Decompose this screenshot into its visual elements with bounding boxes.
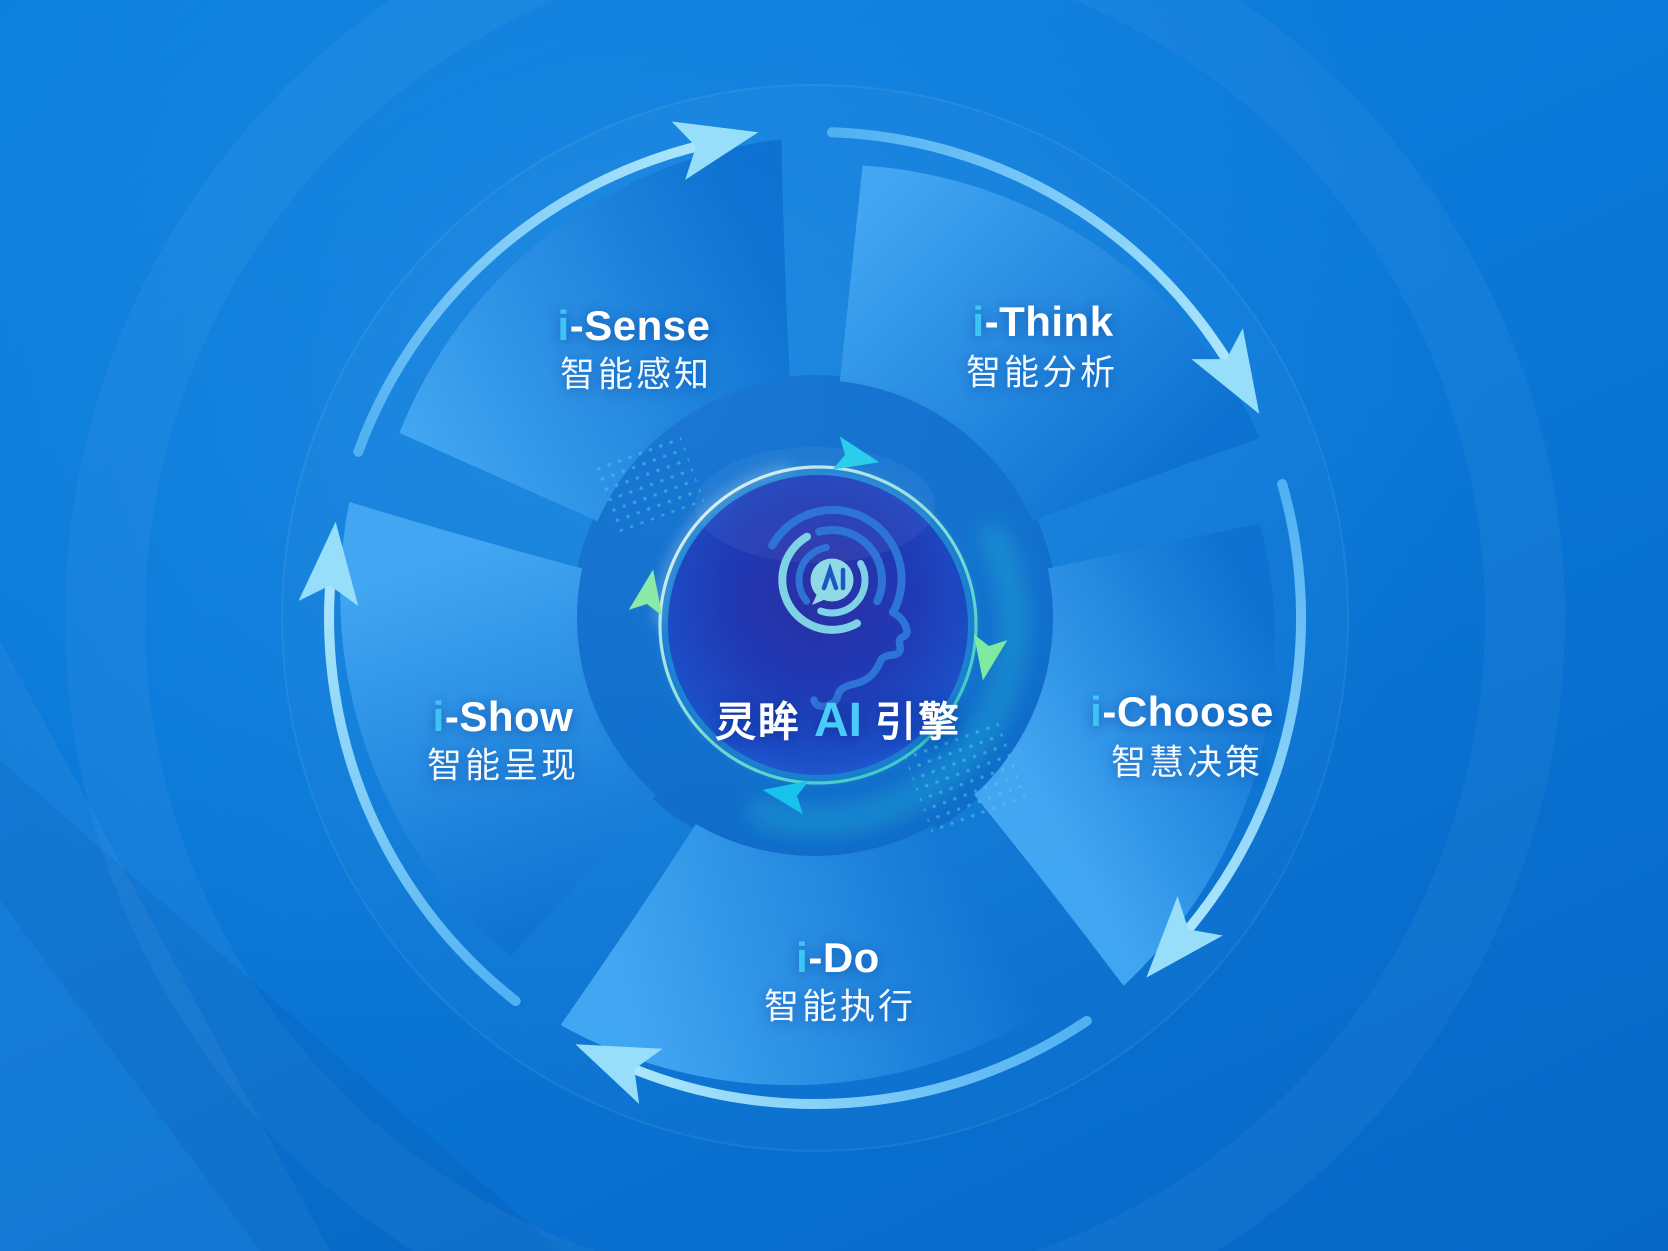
node-label-i-think: i-Think <box>972 298 1113 346</box>
ai-head-icon <box>768 505 911 711</box>
spiral-arc-blue-inner <box>795 544 830 605</box>
node-sublabel-i-sense: 智能感知 <box>559 355 713 395</box>
arrow-to-i-sense <box>353 121 759 457</box>
head-face-profile <box>810 608 911 711</box>
node-label-i-choose: i-Choose <box>1090 688 1274 736</box>
petal-i-show <box>340 501 656 957</box>
i-show-name: -Show <box>444 693 574 740</box>
spiral-arc-cyan-inner <box>817 560 869 617</box>
i-think-prefix: i <box>972 298 985 345</box>
petals <box>340 139 1275 1086</box>
petal-i-sense <box>399 139 790 522</box>
i-choose-prefix: i <box>1090 688 1103 735</box>
node-label-i-do: i-Do <box>796 934 880 982</box>
arrow-to-i-show <box>298 521 521 1006</box>
ai-bubble-tail <box>812 594 826 605</box>
petal-i-choose <box>974 523 1275 986</box>
ring-arrow-right <box>973 634 1008 681</box>
outer-flow-arrows <box>298 121 1306 1110</box>
spiral-arc-blue-outer <box>815 526 886 606</box>
ai-bubble-letters <box>821 562 846 591</box>
node-sublabel-i-choose: 智慧决策 <box>1110 743 1264 783</box>
i-do-name: -Do <box>808 934 880 981</box>
i-think-name: -Think <box>984 298 1114 345</box>
ring-arrows <box>628 436 1008 815</box>
i-sense-prefix: i <box>557 302 570 349</box>
node-label-i-sense: i-Sense <box>558 302 711 350</box>
ring-arrow-bottom <box>762 780 809 815</box>
hub-title-ai: AI <box>814 694 862 747</box>
hub-title-left: 灵眸 <box>715 699 801 745</box>
i-show-prefix: i <box>432 693 445 740</box>
petal-i-do <box>560 824 1043 1086</box>
node-sublabel-i-think: 智能分析 <box>965 353 1119 393</box>
dot-grids <box>590 433 1027 835</box>
i-do-prefix: i <box>796 934 809 981</box>
node-sublabel-i-show: 智能呈现 <box>426 746 580 786</box>
ring-arrow-top <box>832 436 880 470</box>
i-sense-name: -Sense <box>569 302 711 349</box>
node-sublabel-i-do: 智能执行 <box>763 987 917 1027</box>
head-skull-arc <box>768 505 906 617</box>
hub-title-right: 引擎 <box>875 699 961 745</box>
petal-i-think <box>839 165 1261 522</box>
background-decor <box>0 84 1349 1251</box>
arrow-to-i-choose <box>1146 479 1306 978</box>
node-label-i-show: i-Show <box>433 693 574 741</box>
arrow-to-i-think <box>827 127 1260 414</box>
i-choose-name: -Choose <box>1102 688 1274 735</box>
ring-arrow-left <box>628 569 663 616</box>
spiral-arc-cyan-outer <box>778 532 861 634</box>
hub-highlight <box>695 447 935 563</box>
hub-ring <box>658 465 978 785</box>
hub-title: 灵眸 AI 引擎 <box>715 688 961 748</box>
arrow-to-i-do <box>575 1015 1092 1110</box>
